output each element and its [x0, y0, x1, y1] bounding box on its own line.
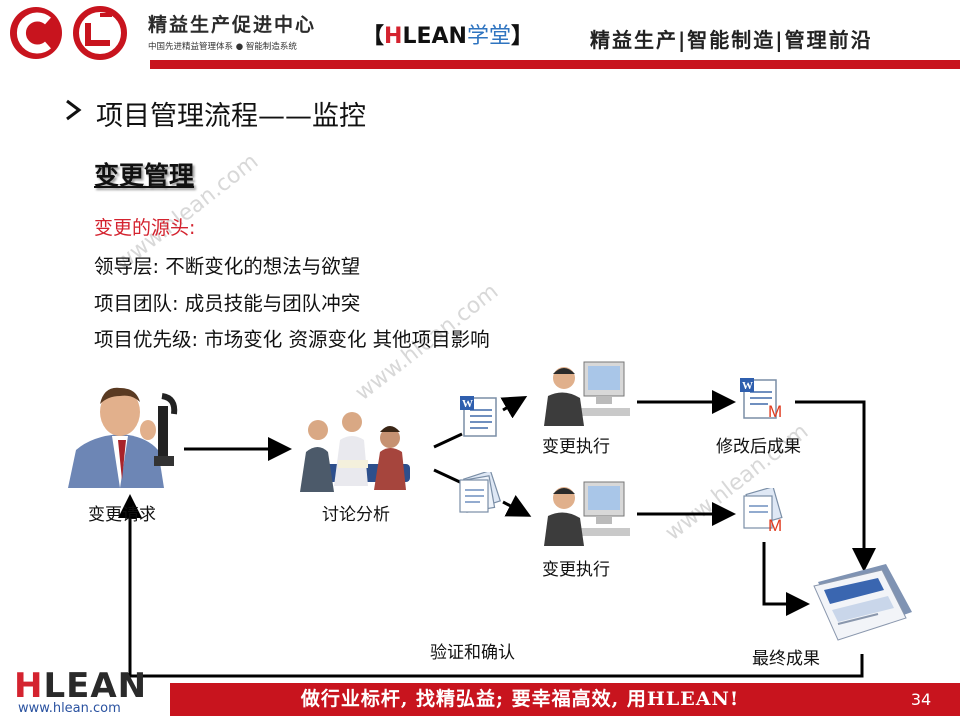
footer-url: www.hlean.com: [18, 701, 121, 716]
document-badge: M: [768, 402, 783, 421]
section-title: 变更管理: [94, 161, 195, 190]
change-request-label: 变更请求: [88, 505, 156, 525]
document-badge: M: [768, 516, 783, 535]
stacked-documents-icon: [459, 472, 502, 513]
source-line-team: 项目团队: 成员技能与团队冲突: [94, 292, 361, 315]
source-line-leadership: 领导层: 不断变化的想法与欲望: [94, 255, 361, 278]
header-tagline: 精益生产|智能制造|管理前沿: [590, 28, 873, 52]
discussion-analysis-label: 讨论分析: [322, 505, 390, 525]
page-title: 项目管理流程——监控: [96, 101, 366, 132]
computer-worker-icon: [544, 481, 630, 546]
source-heading: 变更的源头:: [94, 217, 196, 239]
bullet-arrow-icon: [66, 99, 82, 121]
footer-bar: [170, 683, 960, 716]
brand-subtitle: 中国先进精益管理体系 ● 智能制造系统: [148, 42, 297, 52]
page-number: 34: [910, 690, 932, 709]
modified-document-icon: W: [740, 378, 777, 419]
header-rule: [150, 60, 960, 69]
svg-text:W: W: [462, 398, 473, 410]
brand-title: 精益生产促进中心: [148, 14, 317, 36]
company-logo: [10, 6, 127, 60]
document-icon: W: [460, 396, 497, 437]
modified-result-label: 修改后成果: [716, 437, 801, 457]
svg-text:W: W: [742, 380, 753, 392]
person-on-phone-icon: [68, 387, 178, 488]
modified-stacked-documents-icon: [743, 488, 783, 529]
source-line-priority: 项目优先级: 市场变化 资源变化 其他项目影响: [94, 328, 490, 351]
change-execution-label-top: 变更执行: [542, 437, 610, 457]
computer-worker-icon: [544, 361, 630, 426]
footer-slogan: 做行业标杆, 找精弘益; 要幸福高效, 用HLEAN!: [300, 688, 740, 710]
final-report-icon: [813, 564, 912, 641]
change-execution-label-bottom: 变更执行: [542, 560, 610, 580]
final-result-label: 最终成果: [752, 649, 820, 669]
footer-logo: HLEAN: [14, 666, 148, 706]
team-meeting-icon: [300, 412, 410, 492]
verify-confirm-label: 验证和确认: [430, 643, 515, 663]
school-name: 【HLEAN学堂】: [362, 24, 533, 49]
